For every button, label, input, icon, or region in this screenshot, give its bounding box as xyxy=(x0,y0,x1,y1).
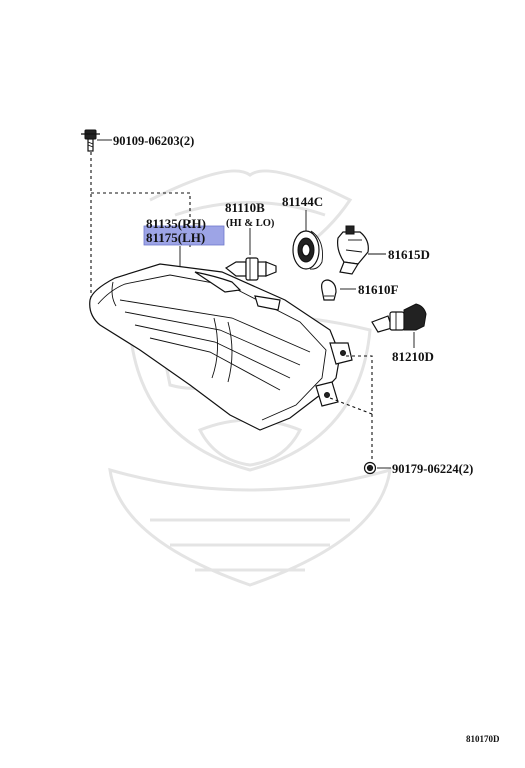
bolt-top-icon xyxy=(81,129,100,152)
label-nut-bottom: 90179-06224(2) xyxy=(392,462,473,476)
socket-icon xyxy=(337,225,369,275)
highlight-lh xyxy=(143,225,225,246)
label-lower-bulb: 81210D xyxy=(392,349,434,364)
figure-code: 810170D xyxy=(466,734,500,744)
label-bolt-top: 90109-06203(2) xyxy=(113,134,194,148)
label-socket: 81615D xyxy=(388,247,430,262)
dashed-line-nut-upper xyxy=(346,355,373,460)
hilo-bulb-icon xyxy=(224,257,277,281)
label-socket-cover: 81144C xyxy=(282,194,323,209)
headlamp-assembly-icon xyxy=(89,263,353,431)
dashed-line-bracket xyxy=(91,192,191,250)
socket-cover-icon xyxy=(292,230,323,270)
lower-bulb-icon xyxy=(371,303,427,333)
label-bulb-hilo-note: (HI & LO) xyxy=(226,218,275,229)
dashed-line-nut-lower xyxy=(329,397,373,415)
label-headlamp-lh: 81175(LH) xyxy=(146,230,205,245)
label-headlamp-rh: 81135(RH) xyxy=(146,216,206,231)
label-small-bulb: 81610F xyxy=(358,282,399,297)
nut-bottom-icon xyxy=(363,461,377,475)
label-bulb-hilo: 81110B xyxy=(225,200,265,215)
small-bulb-icon xyxy=(321,279,337,301)
